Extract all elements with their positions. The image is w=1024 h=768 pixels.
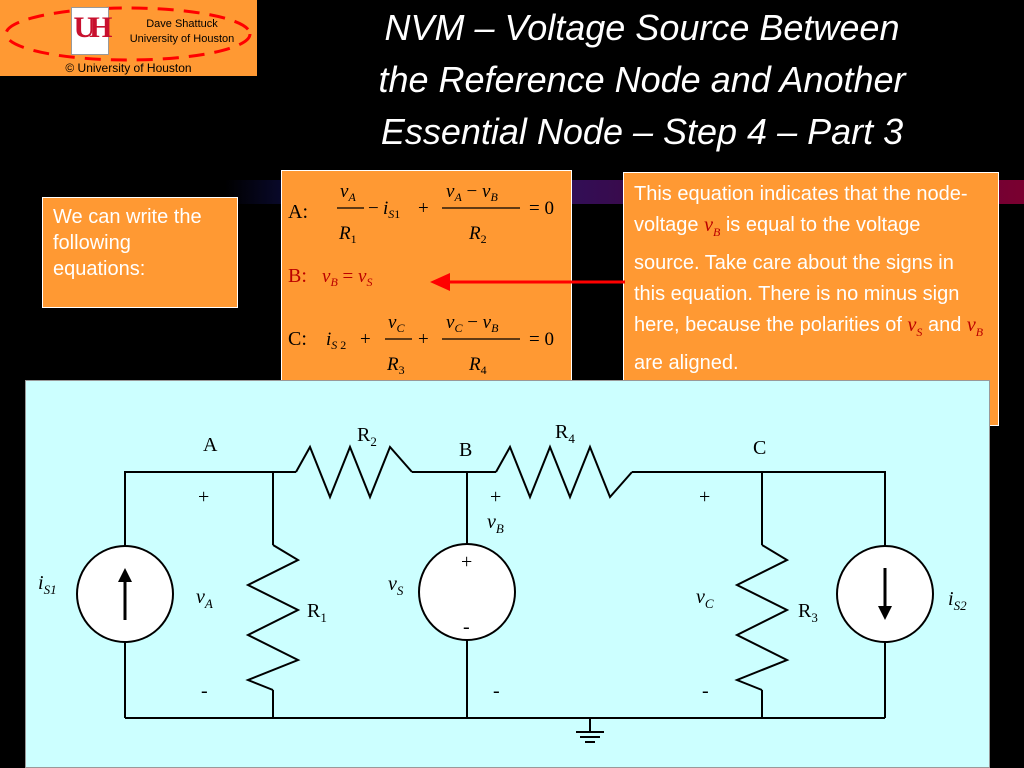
ground-icon (576, 718, 604, 743)
note-text-3: and (922, 314, 967, 336)
va-label: vA (196, 586, 213, 611)
va-plus: + (198, 486, 209, 508)
arrow-down-icon (878, 606, 892, 620)
equations-svg: A: vA R1 − iS1 + vA − vB R2 = 0 B: vB = … (288, 181, 554, 377)
resistor-r2-icon (295, 444, 413, 500)
resistor-r1-icon (245, 544, 301, 691)
logo-box: UH Dave Shattuck University of Houston ©… (0, 0, 257, 76)
note-text-2: is equal to the voltage source. Take car… (634, 214, 960, 336)
logo-copyright: © University of Houston (65, 61, 192, 75)
title-line-2: the Reference Node and Another (378, 59, 906, 100)
uh-emblem-icon: UH (71, 7, 113, 55)
note-var-vb-2: vB (966, 314, 984, 339)
svg-text:= 0: = 0 (529, 329, 554, 350)
node-b-label: B (459, 439, 472, 461)
logo-author: Dave Shattuck University of Houston (108, 17, 256, 47)
equation-b-label: B: (288, 265, 307, 287)
title-line-3: Essential Node – Step 4 – Part 3 (380, 111, 904, 152)
equation-c-label: C: (288, 328, 307, 350)
title-line-1: NVM – Voltage Source Between (384, 7, 900, 48)
slide-title: NVM – Voltage Source Between the Referen… (262, 2, 1022, 158)
svg-text:−: − (368, 198, 379, 219)
node-c-label: C (753, 437, 766, 459)
logo-dashed-ellipse (4, 6, 252, 62)
arrow-up-icon (118, 568, 132, 582)
vb-label: vB (487, 511, 504, 536)
r3-label: R3 (798, 600, 818, 625)
note-var-vb: vB (704, 214, 721, 239)
vb-minus: - (493, 680, 500, 702)
vs-minus: - (463, 616, 470, 638)
r4-label: R4 (555, 421, 575, 446)
svg-text:= 0: = 0 (529, 198, 554, 219)
is1-label: iS1 (38, 572, 57, 597)
is2-label: iS2 (948, 588, 967, 613)
voltage-source-vs-icon (418, 543, 516, 641)
equation-c: iS 2 + vC R3 + vC − vB R4 = 0 (326, 312, 554, 377)
vc-plus: + (699, 486, 710, 508)
va-minus: - (201, 680, 208, 702)
resistor-r4-icon (495, 444, 633, 500)
vs-label: vS (388, 573, 404, 598)
r1-label: R1 (307, 600, 327, 625)
node-a-label: A (203, 434, 218, 456)
logo-author-name: Dave Shattuck (146, 18, 218, 30)
note-text-1: This equation indicates that the node-vo… (634, 183, 968, 236)
vc-minus: - (702, 680, 709, 702)
equations-intro-box: We can write the following equations: (42, 197, 238, 308)
equations-box: A: vA R1 − iS1 + vA − vB R2 = 0 B: vB = … (281, 170, 572, 381)
vs-plus: + (461, 551, 472, 573)
svg-text:+: + (360, 329, 371, 350)
svg-text:+: + (418, 198, 429, 219)
note-var-vs: vS (907, 314, 923, 339)
logo-author-university: University of Houston (129, 33, 235, 45)
svg-text:+: + (418, 329, 429, 350)
resistor-r3-icon (734, 544, 790, 691)
vb-plus: + (490, 486, 501, 508)
note-text-4: are aligned. (634, 352, 739, 374)
equation-a-label: A: (288, 201, 308, 223)
r2-label: R2 (357, 424, 377, 449)
vc-label: vC (696, 586, 714, 611)
